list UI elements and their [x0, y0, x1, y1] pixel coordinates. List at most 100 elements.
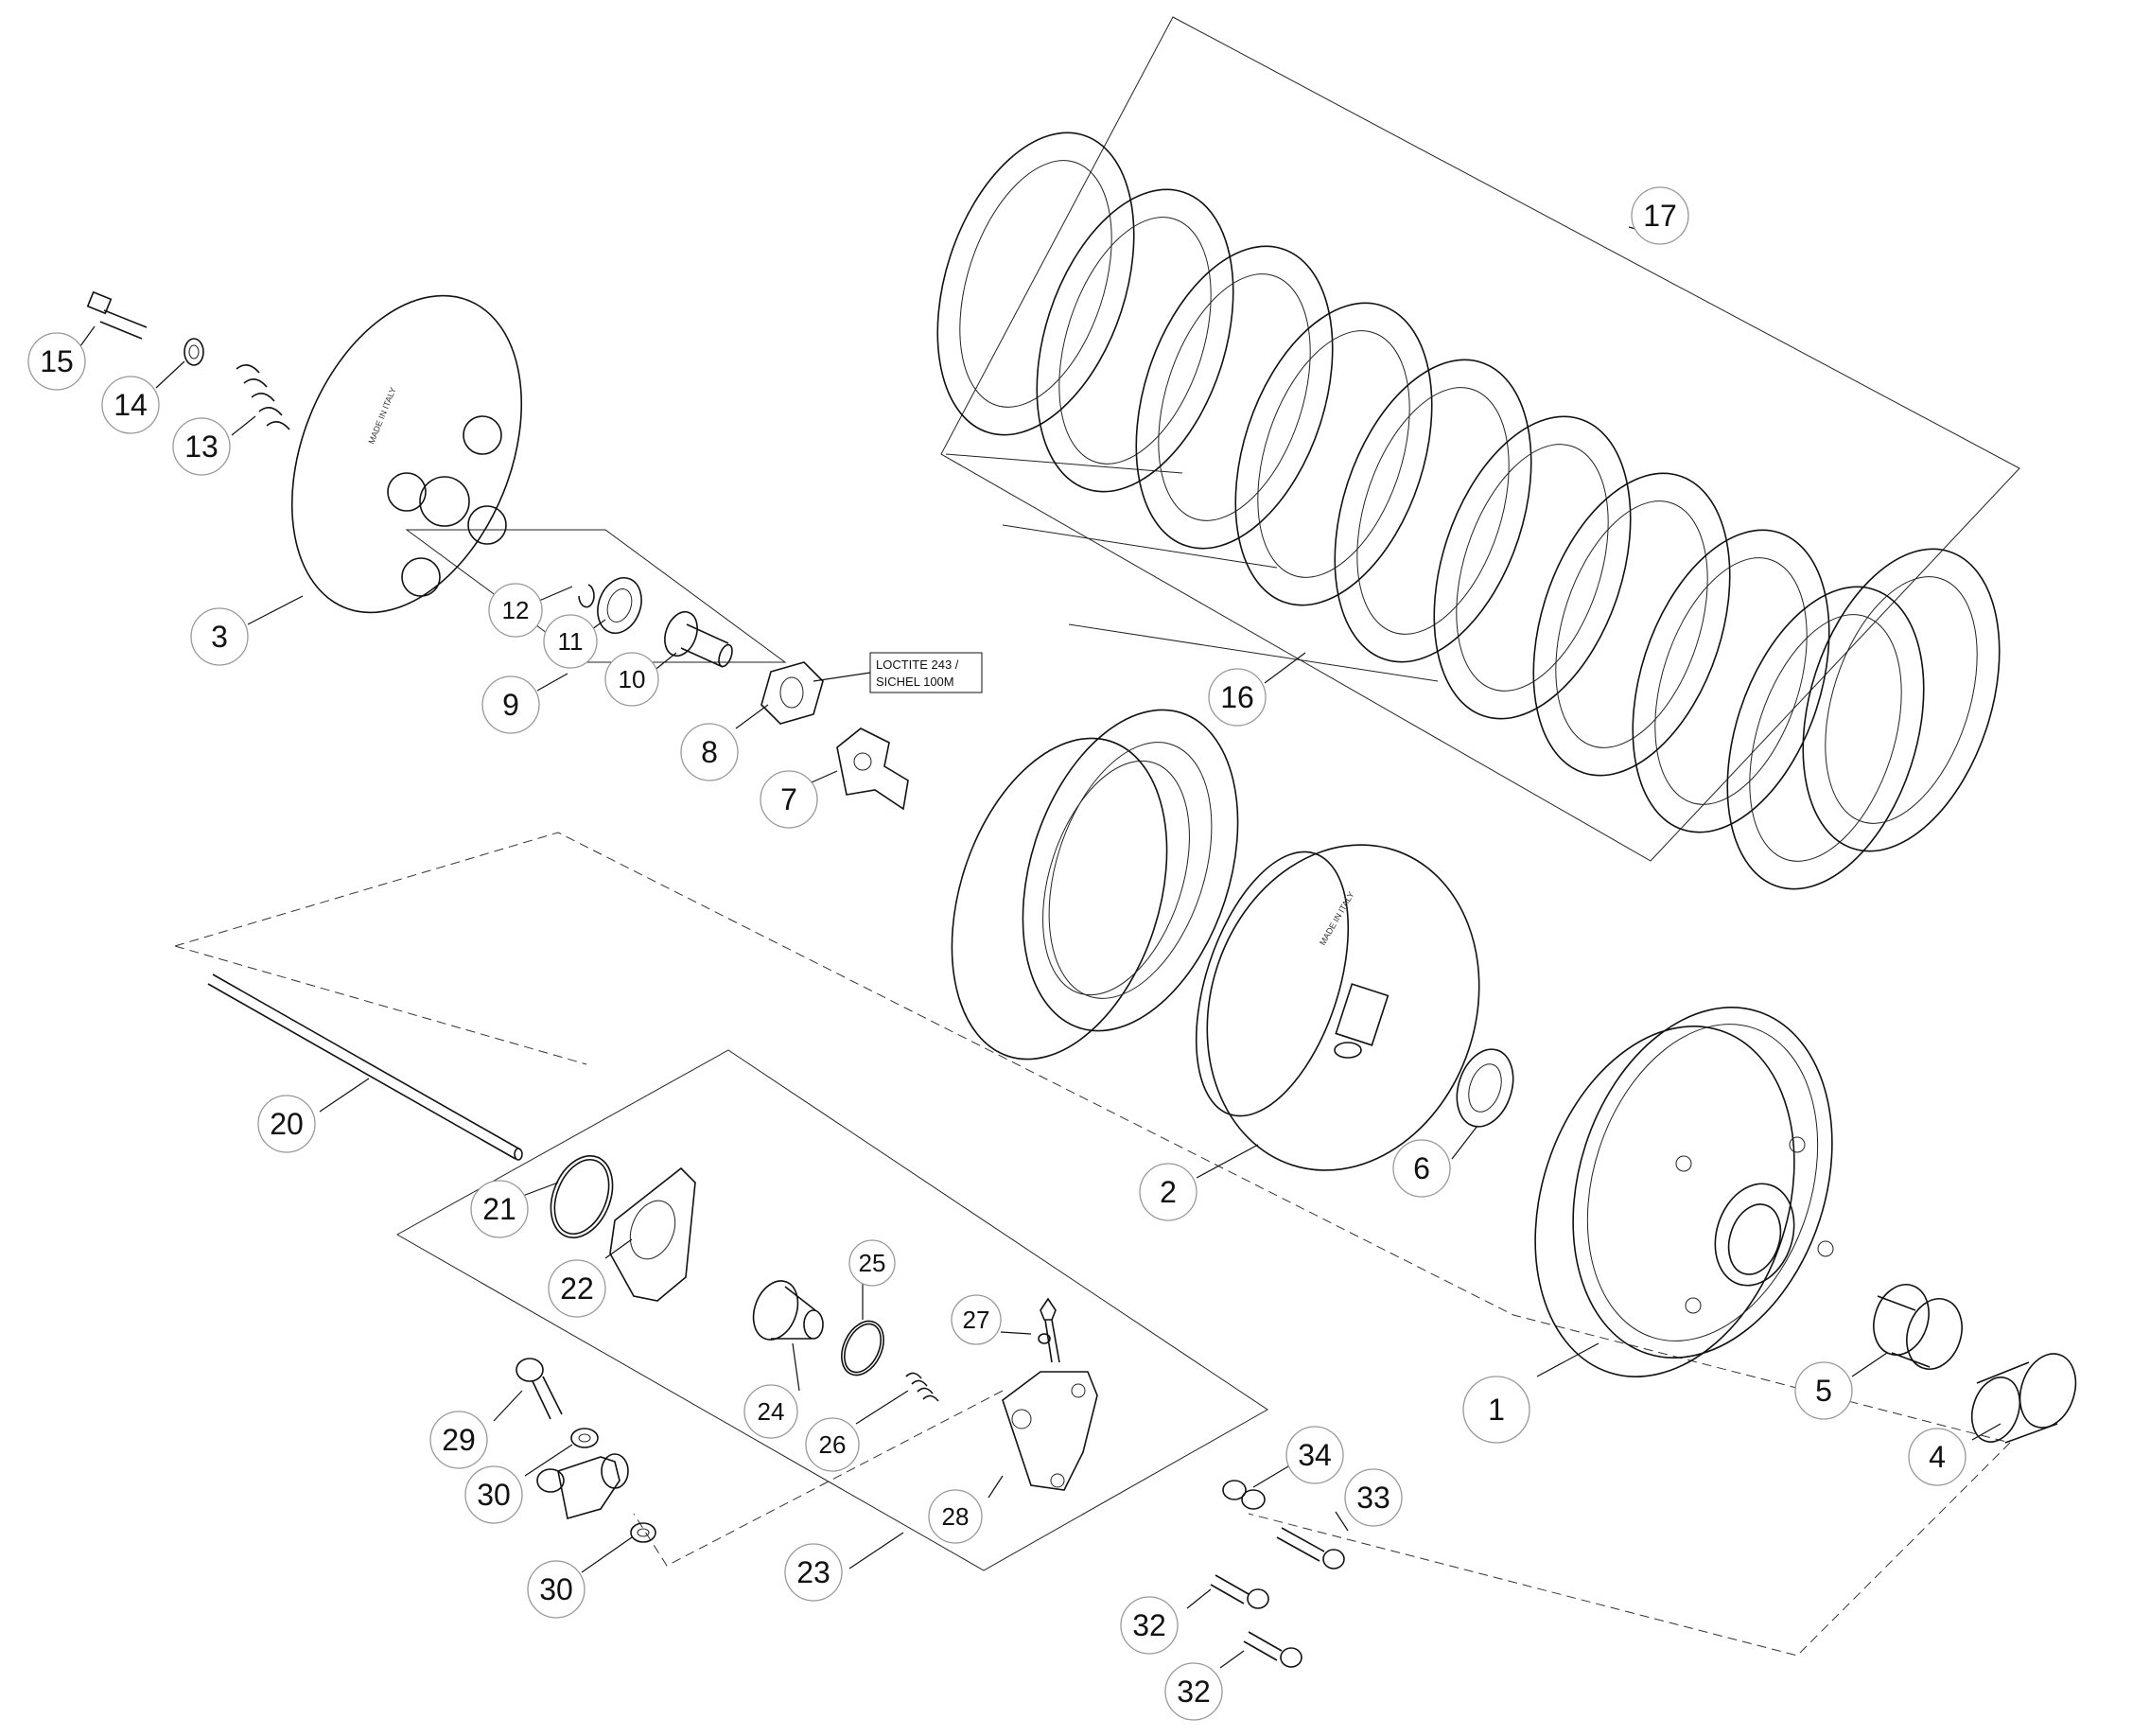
- callout-29: 29: [429, 1411, 488, 1469]
- clutch-plates-stack: [936, 132, 2001, 890]
- piston-spring: [905, 1372, 939, 1402]
- basket-hole: [1789, 1136, 1806, 1153]
- basket-hole: [1817, 1240, 1834, 1257]
- clutch-spring: [236, 364, 290, 430]
- bolt-shank: [103, 309, 148, 328]
- slave-body-outline: [1002, 1371, 1098, 1491]
- spring-washer: [184, 338, 204, 366]
- callout-21: 21: [470, 1180, 529, 1238]
- pushrod-top-edge: [212, 973, 521, 1150]
- needle-bearing: [1873, 1284, 1963, 1370]
- svg-text:10: 10: [619, 665, 646, 693]
- spacer-sleeve: [1222, 1480, 1266, 1510]
- o-ring-large-outer: [550, 1154, 614, 1239]
- plates-axis-line-3: [1068, 623, 1439, 682]
- bolt-head: [1322, 1549, 1345, 1569]
- threadlocker-note: LOCTITE 243 / SICHEL 100M: [813, 652, 983, 693]
- thrust-bearing: [597, 577, 642, 634]
- friction-plate: [936, 132, 1135, 436]
- pressure-plate-disc: [290, 294, 523, 614]
- plate-pack-inner: [1048, 742, 1213, 999]
- washer-outer: [1456, 1048, 1514, 1128]
- bleeder-valve: [1038, 1297, 1060, 1363]
- callout-2: 2: [1139, 1163, 1197, 1221]
- svg-text:17: 17: [1643, 199, 1677, 233]
- slave-cylinder-body: [1002, 1371, 1098, 1491]
- nut-bore: [779, 676, 804, 709]
- group-outlines: [174, 16, 2020, 1657]
- plate-pack-front: [951, 737, 1168, 1061]
- washer-outer: [630, 1522, 656, 1543]
- svg-text:32: 32: [1132, 1608, 1166, 1642]
- banjo-bolt-head: [516, 1358, 544, 1382]
- piston-stem: [803, 1309, 824, 1340]
- needle-bearing-end: [1906, 1298, 1963, 1370]
- pressure-plate-center: [419, 476, 470, 527]
- steel-plate-inner: [1257, 330, 1410, 578]
- basket-front: [1534, 1026, 1795, 1377]
- callout-6: 6: [1392, 1139, 1451, 1198]
- needle-bearing-end: [1873, 1284, 1930, 1356]
- svg-text:30: 30: [539, 1572, 573, 1606]
- slave-gasket: [609, 1166, 696, 1302]
- svg-text:2: 2: [1160, 1175, 1177, 1209]
- mounting-bolt-1: [1210, 1574, 1269, 1609]
- slave-body-hole: [1071, 1383, 1086, 1398]
- svg-text:34: 34: [1298, 1438, 1332, 1472]
- lock-washer: [836, 728, 909, 811]
- callout-28: 28: [928, 1489, 983, 1544]
- steel-plate: [1433, 415, 1632, 720]
- friction-plate-inner: [1749, 614, 1902, 862]
- washer-outer: [570, 1428, 599, 1448]
- washer-inner: [637, 1528, 650, 1537]
- callout-4: 4: [1908, 1428, 1966, 1486]
- spacer-end: [1222, 1480, 1247, 1500]
- svg-text:32: 32: [1177, 1675, 1211, 1709]
- callout-13: 13: [172, 417, 231, 476]
- note-leader: [813, 672, 871, 682]
- bleeder-cap: [1040, 1297, 1057, 1321]
- washer-outer: [184, 338, 204, 366]
- svg-text:28: 28: [942, 1502, 970, 1531]
- thrust-bearing-inner: [606, 588, 633, 623]
- spring-boss: [401, 557, 441, 597]
- callout-7: 7: [760, 770, 818, 829]
- lock-washer-hole: [853, 752, 872, 771]
- callout-24: 24: [743, 1384, 798, 1439]
- svg-text:7: 7: [780, 782, 797, 816]
- plates-axis-line-2: [1002, 524, 1278, 569]
- bushing: [1970, 1353, 2077, 1444]
- basket-primary-gear: [1714, 1183, 1795, 1287]
- note-line-2: SICHEL 100M: [876, 675, 954, 689]
- callout-22: 22: [548, 1259, 606, 1318]
- svg-text:3: 3: [211, 620, 228, 654]
- o-ring-small-inner: [844, 1323, 882, 1374]
- washer-inner: [1468, 1063, 1502, 1113]
- callout-30a: 30: [464, 1465, 523, 1524]
- svg-text:13: 13: [184, 430, 218, 464]
- spring-boss: [463, 415, 502, 455]
- svg-text:1: 1: [1488, 1393, 1505, 1427]
- banjo-fitting: [536, 1453, 629, 1520]
- fitting-axis-line: [633, 1390, 1004, 1567]
- pushrod-bottom-edge: [207, 983, 516, 1160]
- callout-34: 34: [1285, 1426, 1344, 1484]
- svg-text:15: 15: [40, 344, 74, 378]
- friction-plate: [1135, 245, 1334, 550]
- svg-text:9: 9: [502, 688, 519, 722]
- callout-5: 5: [1794, 1361, 1853, 1420]
- plate-pack-rear: [1022, 709, 1239, 1032]
- gasket-outline: [609, 1166, 696, 1302]
- friction-plate-inner: [1555, 500, 1708, 748]
- sealing-washer-upper: [570, 1428, 599, 1448]
- pressure-plate-stamp: MADE IN ITALY: [367, 386, 398, 446]
- bolt-head: [1247, 1588, 1269, 1609]
- mounting-bolt-long: [1276, 1527, 1345, 1569]
- friction-plate-inner: [959, 160, 1112, 408]
- callout-25: 25: [848, 1239, 896, 1287]
- piston-face: [752, 1280, 799, 1341]
- callout-33: 33: [1344, 1468, 1403, 1527]
- slave-cylinder-group-box: [395, 1049, 1268, 1571]
- spring-boss: [467, 505, 507, 545]
